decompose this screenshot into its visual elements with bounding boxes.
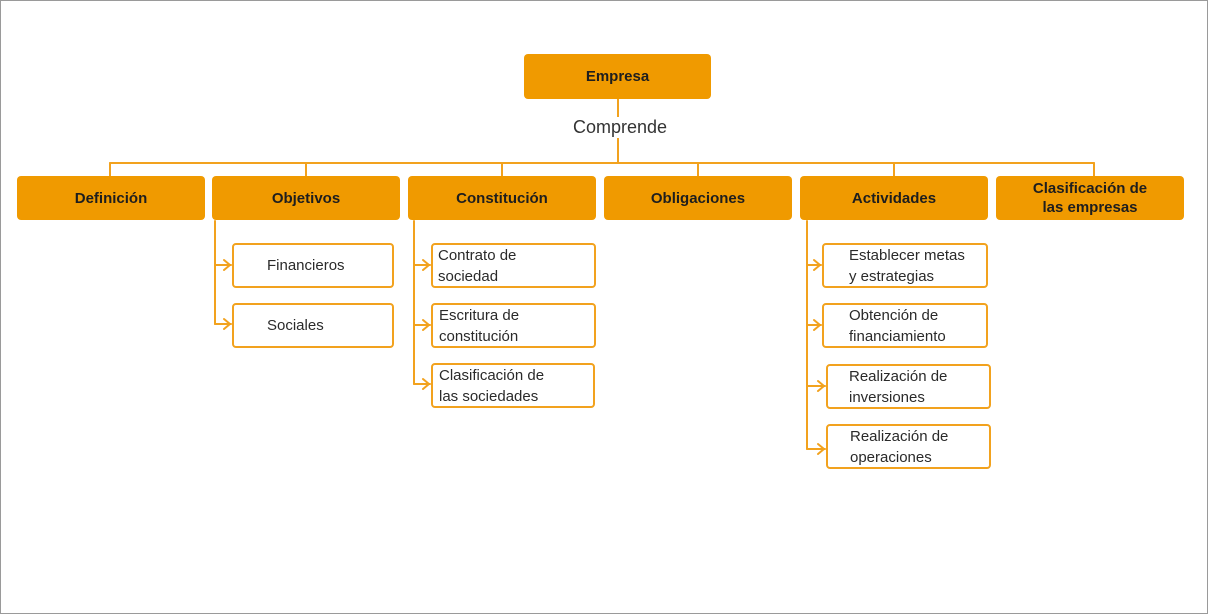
- child-escritura-constitucion: Escritura de constitución: [431, 303, 596, 348]
- category-obligaciones: Obligaciones: [604, 176, 792, 220]
- category-constitucion: Constitución: [408, 176, 596, 220]
- category-actividades: Actividades: [800, 176, 988, 220]
- child-label: Contrato de sociedad: [438, 246, 517, 285]
- root-node: Empresa: [524, 54, 711, 99]
- arrowhead-icon: [422, 378, 430, 390]
- child-label: Obtención de financiamiento: [849, 306, 946, 345]
- child-label: Financieros: [267, 257, 345, 274]
- arrowhead-icon: [817, 443, 825, 455]
- arrowhead-icon: [813, 319, 821, 331]
- category-label: Constitución: [456, 189, 548, 207]
- category-label: Objetivos: [271, 189, 341, 207]
- child-sociales: Sociales: [232, 303, 394, 348]
- category-label: Definición: [74, 189, 148, 207]
- child-label: Clasificación de las sociedades: [439, 366, 545, 405]
- category-definicion: Definición: [17, 176, 205, 220]
- connector-label: Comprende: [569, 117, 672, 138]
- category-clasificacion-empresas: Clasificación de las empresas: [996, 176, 1184, 220]
- arrowhead-icon: [422, 259, 430, 271]
- child-establecer-metas: Establecer metas y estrategias: [822, 243, 988, 288]
- child-label: Realización de inversiones: [849, 367, 948, 406]
- arrowhead-icon: [813, 259, 821, 271]
- child-clasificacion-sociedades: Clasificación de las sociedades: [431, 363, 595, 408]
- category-objetivos: Objetivos: [212, 176, 400, 220]
- child-label: Sociales: [267, 317, 324, 334]
- child-financieros: Financieros: [232, 243, 394, 288]
- category-label: Obligaciones: [650, 189, 746, 207]
- child-label: Establecer metas y estrategias: [849, 246, 965, 285]
- child-contrato-sociedad: Contrato de sociedad: [431, 243, 596, 288]
- arrowhead-icon: [223, 318, 231, 330]
- child-realizacion-inversiones: Realización de inversiones: [826, 364, 991, 409]
- arrowhead-icon: [817, 380, 825, 392]
- child-label: Escritura de constitución: [439, 306, 520, 345]
- arrowhead-icon: [422, 319, 430, 331]
- child-obtencion-financiamiento: Obtención de financiamiento: [822, 303, 988, 348]
- category-label: Clasificación de las empresas: [1032, 180, 1148, 216]
- child-label: Realización de operaciones: [850, 427, 949, 466]
- arrowhead-icon: [223, 259, 231, 271]
- root-label: Empresa: [585, 68, 650, 85]
- child-realizacion-operaciones: Realización de operaciones: [826, 424, 991, 469]
- category-label: Actividades: [851, 189, 937, 207]
